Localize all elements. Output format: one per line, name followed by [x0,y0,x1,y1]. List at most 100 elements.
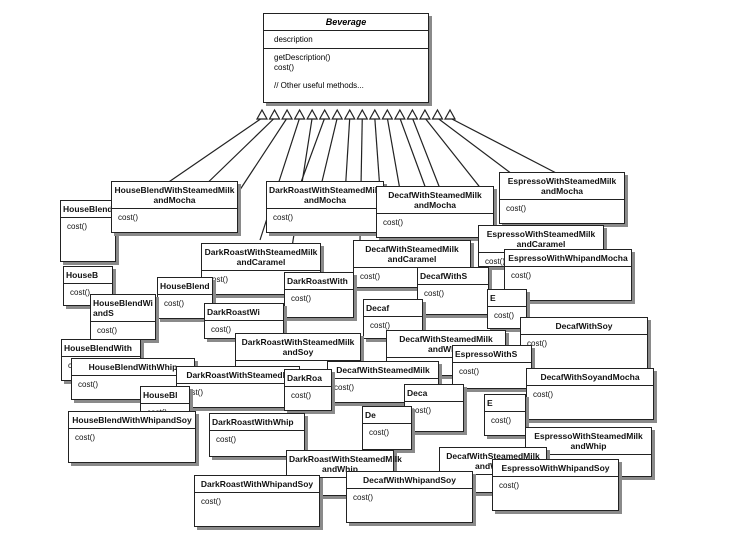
subclass-box: DarkRoastWith cost() [284,272,354,318]
inheritance-arrowhead [356,108,369,120]
inheritance-arrowhead [306,108,319,120]
subclass-method: cost() [360,272,380,281]
subclass-name: EspressoWithSteamedMilk andMocha [500,173,624,200]
inheritance-arrowhead [431,108,444,120]
subclass-name: HouseBlendWi andS [91,295,155,322]
subclass-box: HouseBlend cost() [60,200,116,262]
method-cost: cost() [274,63,294,72]
subclass-box: EspressoWithSteamedMilk andMocha cost() [499,172,625,224]
subclass-name: Deca [405,385,463,402]
subclass-box: DarkRoastWithSteamedMilk andMocha cost() [266,181,384,233]
inheritance-arrowhead [255,108,269,120]
inheritance-line [437,117,521,181]
subclass-name: DarkRoastWi [205,304,283,321]
subclass-method: cost() [370,321,390,330]
superclass-attribute: description [264,31,428,49]
subclass-box: HouseBlendWithSteamedMilk andMocha cost() [111,181,238,233]
subclass-name: DarkRoastWithWhip [210,414,304,431]
subclass-name: DecafWithSteamedMilk andMocha [377,187,493,214]
subclass-name: HouseBlend [61,201,115,218]
subclass-name: HouseBlendWithSteamedMilk andMocha [112,182,237,209]
inheritance-line [319,117,338,191]
subclass-name: HouseBlendWithWhipandSoy [69,412,195,429]
subclass-name: DecafWithSteamedMilk andCaramel [354,241,470,268]
inheritance-line [299,117,326,186]
subclass-box: EspressoWithS cost() [452,345,532,389]
subclass-method: cost() [459,367,479,376]
subclass-method: cost() [353,493,373,502]
inheritance-arrowhead [381,108,394,120]
subclass-method: cost() [208,275,228,284]
inheritance-arrowhead [331,108,344,120]
subclass-method: cost() [369,428,389,437]
subclass-method: cost() [533,390,553,399]
subclass-method: cost() [75,433,95,442]
subclass-method: cost() [291,294,311,303]
subclass-name: DarkRoastWithSteamedM [177,367,299,384]
subclass-method: cost() [334,383,354,392]
inheritance-arrowhead [368,108,381,120]
subclass-method: cost() [164,299,184,308]
method-note: // Other useful methods... [274,81,364,90]
inheritance-arrowhead [293,108,306,120]
subclass-method: cost() [118,213,138,222]
subclass-method: cost() [97,326,117,335]
subclass-method: cost() [411,406,431,415]
subclass-box: DarkRoastWithWhipandSoy cost() [194,475,320,527]
subclass-box: HouseBlend cost() [157,277,213,319]
subclass-method: cost() [78,380,98,389]
subclass-name: DarkRoastWithSteamedMilk andMocha [267,182,383,209]
inheritance-arrowhead [268,108,281,120]
subclass-method: cost() [67,222,87,231]
subclass-name: E [488,290,526,307]
subclass-name: HouseBlendWith [62,340,140,357]
subclass-method: cost() [499,481,519,490]
inheritance-arrowhead [281,108,294,120]
inheritance-arrowhead [318,108,331,120]
subclass-method: cost() [527,339,547,348]
subclass-name: DarkRoastWithWhipandSoy [195,476,319,493]
subclass-box: DarkRoa cost() [284,369,332,411]
subclass-name: EspressoWithSteamedMilk andWhip [526,428,651,455]
inheritance-arrowhead [343,108,356,120]
inheritance-arrowhead [393,108,406,120]
inheritance-arrowhead [418,108,431,120]
subclass-box: HouseBlendWi andS cost() [90,294,156,340]
subclass-method: cost() [383,218,403,227]
subclass-method: cost() [70,288,90,297]
subclass-name: DarkRoastWith [285,273,353,290]
subclass-name: HouseB [64,267,112,284]
subclass-method: cost() [211,325,231,334]
subclass-name: HouseBl [141,387,189,404]
subclass-box: DecafWithS cost() [417,267,489,315]
subclass-name: EspressoWithS [453,346,531,363]
subclass-method: cost() [273,213,293,222]
subclass-name: EspressoWithWhipandMocha [505,250,631,267]
beverage-superclass-box: Beverage description getDescription() co… [263,13,429,103]
subclass-method: cost() [506,204,526,213]
subclass-box: DecafWithSteamedMilk andMocha cost() [376,186,494,238]
subclass-name: DarkRoa [285,370,331,387]
subclass-method: cost() [424,289,444,298]
inheritance-arrowhead [443,108,457,120]
method-get-description: getDescription() [274,53,331,62]
subclass-name: HouseBlend [158,278,212,295]
subclass-name: DecafWithS [418,268,488,285]
inheritance-line [159,117,263,189]
subclass-method: cost() [291,391,311,400]
subclass-name: DecafWithSteamedMilk andWhip [387,331,505,358]
subclass-method: cost() [485,257,505,266]
subclass-name: E [485,395,525,412]
subclass-method: cost() [491,416,511,425]
subclass-name: DecafWithSteamedMilk [328,362,438,379]
subclass-method: cost() [201,497,221,506]
